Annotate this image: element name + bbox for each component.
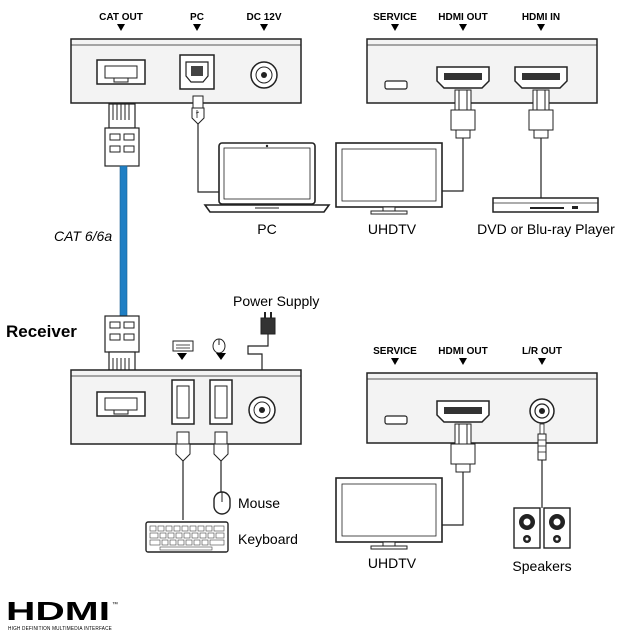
down-arrow-icon [459, 24, 467, 31]
receiver-title: Receiver [6, 322, 77, 341]
service-port-icon [384, 415, 408, 425]
port-label-pc: PC [190, 12, 204, 23]
down-arrow-icon [117, 24, 125, 31]
down-arrow-icon [216, 353, 226, 360]
bottom-right-unit: SERVICE HDMI OUT L/R OUT [335, 346, 598, 574]
dc-jack-icon [250, 61, 278, 89]
mouse-small-icon [212, 338, 226, 354]
usb-a-port-icon [209, 379, 233, 425]
cat-cable [119, 165, 128, 317]
service-port-icon [384, 80, 408, 90]
hdmi-plug-icon [450, 89, 476, 139]
top-right-unit: SERVICE HDMI OUT HDMI IN [335, 12, 615, 237]
rj45-port-icon [96, 391, 146, 417]
hdmi-plug-icon [450, 423, 476, 473]
hdmi-wordmark: HDMI [6, 596, 110, 626]
hdmi-trademark: ™ [112, 601, 118, 608]
rj45-port-icon [96, 59, 146, 85]
down-arrow-icon [391, 24, 399, 31]
usb-a-port-icon [171, 379, 195, 425]
hdmi-port-icon [436, 66, 490, 89]
usb-plug-icon [213, 431, 229, 462]
port-label-hdmi-out: HDMI OUT [438, 346, 487, 357]
down-arrow-icon [193, 24, 201, 31]
down-arrow-icon [260, 24, 268, 31]
cable-label: CAT 6/6a [54, 228, 112, 244]
rj45-plug-icon [104, 315, 140, 377]
down-arrow-icon [177, 353, 187, 360]
port-label-cat-out: CAT OUT [99, 12, 143, 23]
power-supply-label: Power Supply [233, 293, 319, 309]
keyboard-icon [145, 521, 229, 553]
port-label-lr-out: L/R OUT [522, 346, 562, 357]
audio-jack-icon [529, 398, 555, 424]
keyboard-small-icon [172, 340, 194, 352]
power-cable [247, 334, 269, 384]
usb-b-port-icon [179, 54, 215, 90]
uhdtv-label: UHDTV [368, 555, 417, 571]
speakers-icon [513, 507, 571, 549]
speakers-label: Speakers [512, 558, 571, 574]
port-label-hdmi-out: HDMI OUT [438, 12, 487, 23]
laptop-icon [203, 142, 331, 213]
hdmi-plug-icon [528, 89, 554, 139]
port-label-dc-12v: DC 12V [246, 12, 281, 23]
usb-plug-icon [175, 431, 191, 462]
tv-icon [335, 477, 443, 550]
hdmi-cable [442, 472, 464, 526]
down-arrow-icon [537, 24, 545, 31]
extender-panel [366, 372, 598, 444]
hdmi-tagline: HIGH DEFINITION MULTIMEDIA INTERFACE [8, 626, 112, 632]
usb-plug-icon [191, 95, 205, 125]
dc-jack-icon [248, 396, 276, 424]
port-label-service: SERVICE [373, 12, 417, 23]
tv-icon [335, 142, 443, 215]
port-label-service: SERVICE [373, 346, 417, 357]
power-adapter-icon [260, 312, 276, 335]
hdmi-logo: HDMI ™ HIGH DEFINITION MULTIMEDIA INTERF… [6, 596, 118, 632]
usb-cable [197, 124, 220, 193]
mouse-icon [213, 491, 231, 515]
dvd-label: DVD or Blu-ray Player [477, 221, 615, 237]
pc-label: PC [257, 221, 276, 237]
uhdtv-label: UHDTV [368, 221, 417, 237]
down-arrow-icon [391, 358, 399, 365]
hdmi-cable [442, 138, 464, 192]
dvd-player-icon [492, 197, 599, 213]
hdmi-port-icon [436, 400, 490, 423]
rj45-plug-icon [104, 103, 140, 167]
hdmi-port-icon [514, 66, 568, 89]
down-arrow-icon [538, 358, 546, 365]
port-label-hdmi-in: HDMI IN [522, 12, 560, 23]
receiver-unit: Receiver Power Supply [6, 293, 319, 553]
keyboard-label: Keyboard [238, 531, 298, 547]
transmitter-unit: CAT OUT PC DC 12V [54, 12, 331, 317]
mouse-label: Mouse [238, 495, 280, 511]
down-arrow-icon [459, 358, 467, 365]
